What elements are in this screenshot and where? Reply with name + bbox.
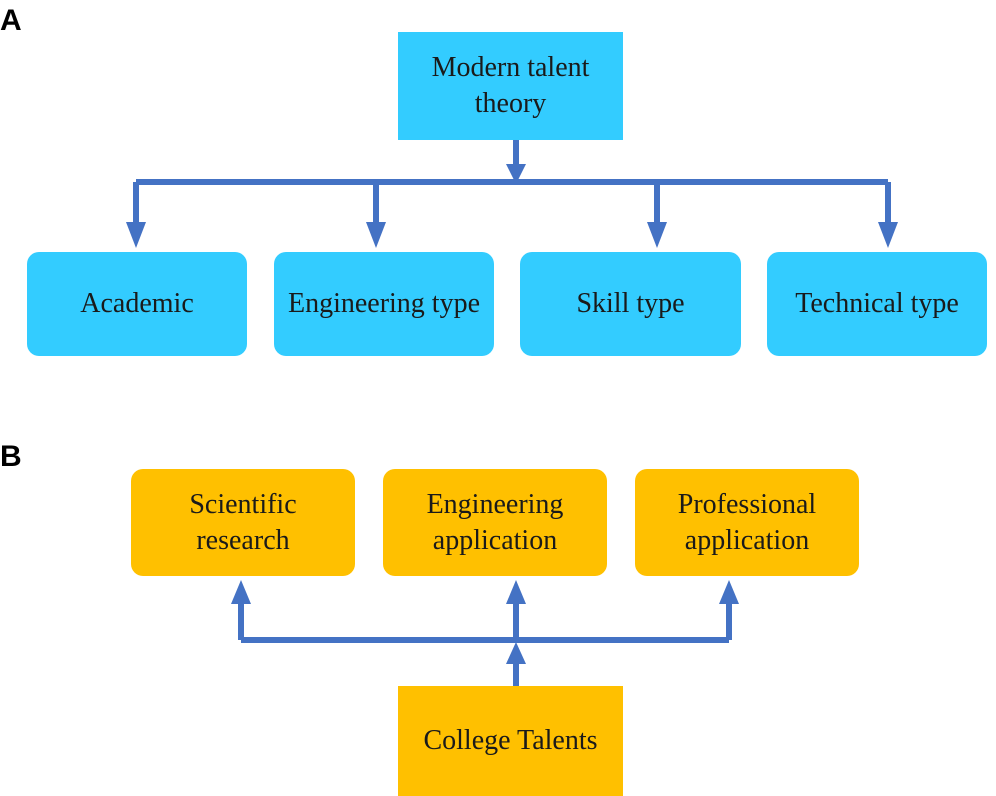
panel-a-child-box-2: Engineering type [274,252,494,356]
panel-b-label: B [0,440,22,473]
arrowhead-a-1 [126,222,146,248]
panel-b-child-box-3: Professional application [635,469,859,576]
panel-a-child-box-3: Skill type [520,252,741,356]
arrowhead-a-4 [878,222,898,248]
panel-a-child-box-4: Technical type [767,252,987,356]
panel-b-child-box-1: Scientific research [131,469,355,576]
arrowhead-b-1 [231,580,251,604]
arrowhead-a-2 [366,222,386,248]
panel-b-child-box-2: Engineering application [383,469,607,576]
arrowhead-b-2 [506,580,526,604]
arrowhead-b-stem [506,642,526,664]
arrowhead-a-3 [647,222,667,248]
panel-b-root-box: College Talents [398,686,623,796]
panel-a-root-box: Modern talent theory [398,32,623,140]
panel-a-child-box-1: Academic [27,252,247,356]
arrowhead-a-stem [506,164,526,184]
arrowhead-b-3 [719,580,739,604]
panel-a-label: A [0,4,22,37]
